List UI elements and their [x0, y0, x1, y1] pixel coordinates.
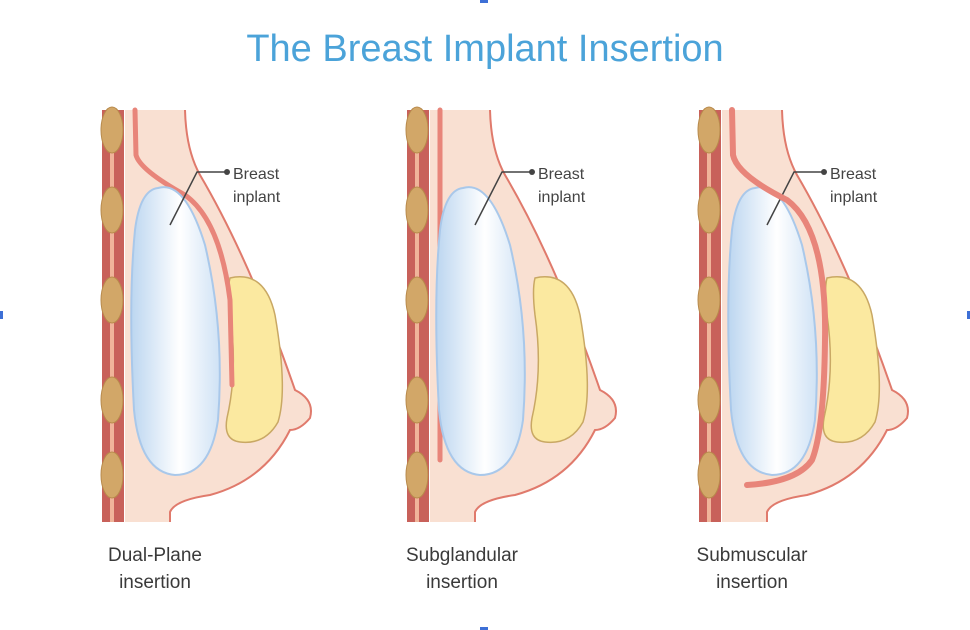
caption-line2: insertion: [716, 572, 788, 593]
panel-dual-plane: Breast inplant: [90, 100, 330, 530]
implant-label-line2: inplant: [538, 189, 586, 206]
implant-label-line1: Breast: [538, 166, 585, 183]
rib: [100, 376, 124, 424]
rib: [697, 106, 721, 154]
rib: [697, 276, 721, 324]
rib: [405, 186, 429, 234]
caption-subglandular: Subglandular insertion: [342, 542, 582, 596]
label-dot: [821, 169, 827, 175]
rib: [697, 451, 721, 499]
caption-submuscular: Submuscular insertion: [632, 542, 872, 596]
pectoral-muscle: [729, 107, 829, 488]
caption-line1: Dual-Plane: [108, 545, 202, 566]
mammary-gland: [822, 276, 881, 444]
label-leader-line: [474, 171, 532, 226]
mammary-gland: [530, 276, 589, 444]
panel-submuscular: Breast inplant: [687, 100, 927, 530]
implant-label-line2: inplant: [233, 189, 281, 206]
selection-handle-top[interactable]: [480, 0, 488, 3]
skin-outline: [169, 109, 312, 522]
caption-line1: Subglandular: [406, 545, 518, 566]
page-title: The Breast Implant Insertion: [246, 28, 724, 70]
rib: [405, 106, 429, 154]
submuscular-illustration: Breast inplant: [697, 106, 909, 522]
label-dot: [529, 169, 535, 175]
breast-implant: [727, 186, 818, 477]
rib: [405, 451, 429, 499]
rib: [697, 376, 721, 424]
selection-handle-left[interactable]: [0, 311, 3, 319]
label-leader-line: [766, 171, 824, 226]
label-dot: [224, 169, 230, 175]
caption-line2: insertion: [426, 572, 498, 593]
caption-line2: insertion: [119, 572, 191, 593]
caption-line1: Submuscular: [696, 545, 808, 566]
subglandular-illustration: Breast inplant: [405, 106, 617, 522]
rib: [405, 276, 429, 324]
implant-label-line1: Breast: [233, 166, 280, 183]
implant-label-line1: Breast: [830, 166, 877, 183]
mammary-gland: [225, 276, 284, 444]
breast-implant: [130, 186, 221, 477]
breast-implant: [435, 186, 526, 477]
rib: [100, 451, 124, 499]
selection-handle-right[interactable]: [967, 311, 970, 319]
panel-subglandular: Breast inplant: [395, 100, 635, 530]
rib: [100, 106, 124, 154]
rib: [697, 186, 721, 234]
implant-label-line2: inplant: [830, 189, 878, 206]
skin-outline: [474, 109, 617, 522]
rib: [100, 186, 124, 234]
dual-plane-illustration: Breast inplant: [100, 106, 312, 522]
selection-handle-bottom[interactable]: [480, 627, 488, 630]
label-leader-line: [169, 171, 227, 226]
skin-outline: [766, 109, 909, 522]
caption-dual-plane: Dual-Plane insertion: [35, 542, 275, 596]
rib: [405, 376, 429, 424]
rib: [100, 276, 124, 324]
